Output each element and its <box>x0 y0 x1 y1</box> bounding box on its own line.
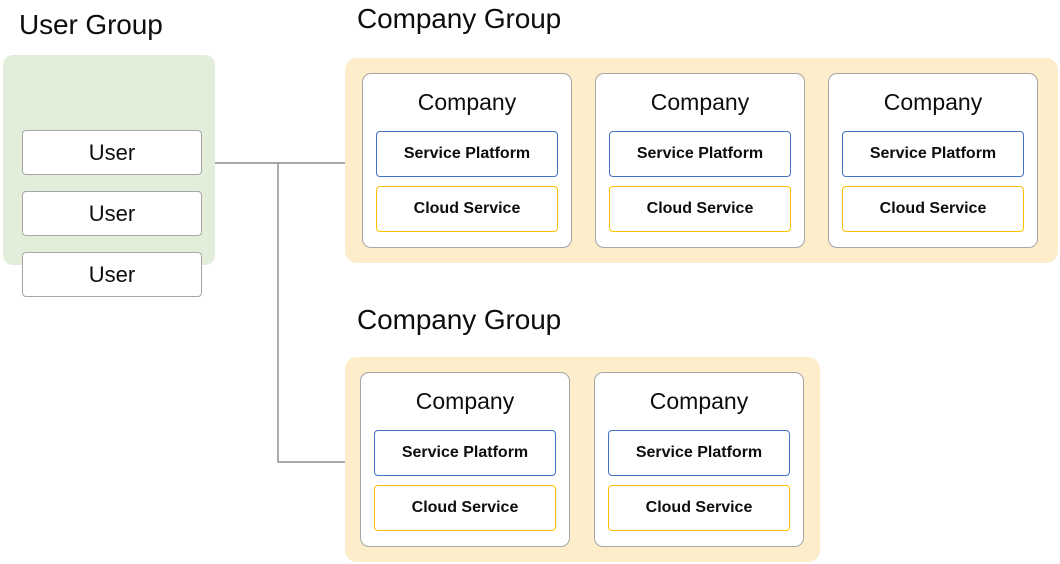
user-card-label: User <box>88 200 136 226</box>
company-group-title-1: Company Group <box>357 3 562 34</box>
company-card-title: Company <box>417 89 517 115</box>
company-card-title: Company <box>415 388 515 414</box>
cloud-service-box[interactable]: Cloud Service <box>609 186 791 232</box>
user-card[interactable]: User <box>22 191 202 236</box>
service-platform-box[interactable]: Service Platform <box>609 131 791 177</box>
cloud-service-label: Cloud Service <box>413 200 521 217</box>
company-card[interactable]: Company Service Platform Cloud Service <box>595 73 805 248</box>
user-group-title: User Group <box>19 9 163 40</box>
user-group-container[interactable]: User User User <box>3 55 215 297</box>
company-card[interactable]: Company Service Platform Cloud Service <box>594 372 804 547</box>
service-platform-label: Service Platform <box>636 145 764 162</box>
connector-path-lower <box>277 163 345 463</box>
service-platform-label: Service Platform <box>635 444 763 461</box>
cloud-service-box[interactable]: Cloud Service <box>842 186 1024 232</box>
cloud-service-box[interactable]: Cloud Service <box>376 186 558 232</box>
company-card[interactable]: Company Service Platform Cloud Service <box>360 372 570 547</box>
service-platform-label: Service Platform <box>403 145 531 162</box>
cloud-service-label: Cloud Service <box>411 499 519 516</box>
cloud-service-box[interactable]: Cloud Service <box>608 485 790 531</box>
company-group-title-2: Company Group <box>357 304 562 335</box>
company-group-container-1[interactable]: Company Service Platform Cloud Service C… <box>345 58 1058 263</box>
service-platform-box[interactable]: Service Platform <box>374 430 556 476</box>
company-card[interactable]: Company Service Platform Cloud Service <box>828 73 1038 248</box>
service-platform-box[interactable]: Service Platform <box>608 430 790 476</box>
service-platform-label: Service Platform <box>869 145 997 162</box>
company-group-container-2[interactable]: Company Service Platform Cloud Service C… <box>345 357 820 562</box>
service-platform-label: Service Platform <box>401 444 529 461</box>
cloud-service-box[interactable]: Cloud Service <box>374 485 556 531</box>
company-card-title: Company <box>650 89 750 115</box>
service-platform-box[interactable]: Service Platform <box>842 131 1024 177</box>
cloud-service-label: Cloud Service <box>646 200 754 217</box>
cloud-service-label: Cloud Service <box>645 499 753 516</box>
user-card-label: User <box>88 261 136 287</box>
user-card-label: User <box>88 139 136 165</box>
company-card-title: Company <box>883 89 983 115</box>
company-card[interactable]: Company Service Platform Cloud Service <box>362 73 572 248</box>
user-card[interactable]: User <box>22 252 202 297</box>
company-card-title: Company <box>649 388 749 414</box>
user-card[interactable]: User <box>22 130 202 175</box>
cloud-service-label: Cloud Service <box>879 200 987 217</box>
service-platform-box[interactable]: Service Platform <box>376 131 558 177</box>
